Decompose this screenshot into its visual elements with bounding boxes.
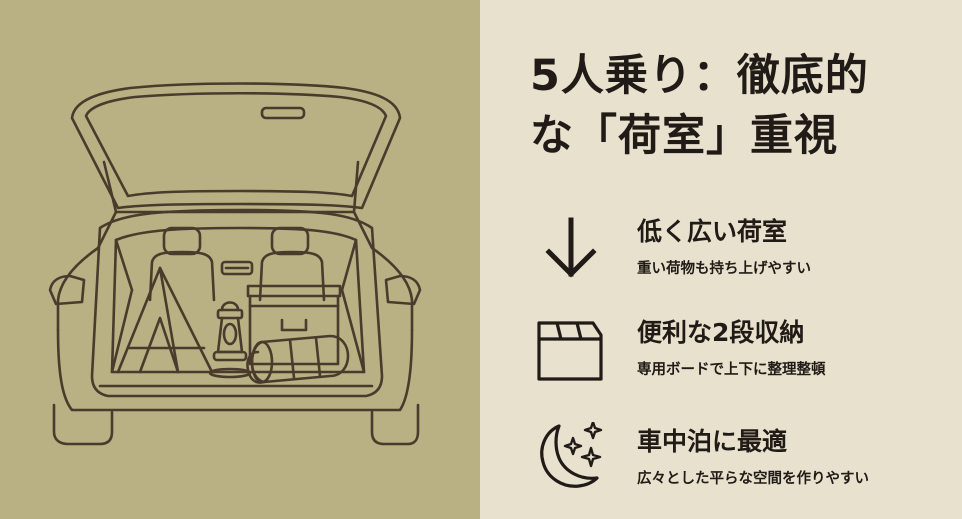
- feature-description: 専用ボードで上下に整理整頓: [637, 362, 826, 378]
- arrow-down-icon: [545, 217, 597, 278]
- storage-box-icon: [537, 321, 603, 381]
- feature-title: 車中泊に最適: [637, 427, 788, 456]
- headline-line-1: 5人乗り：徹底的: [530, 51, 869, 101]
- headline: 5人乗り：徹底的 な「荷室」重視: [530, 46, 869, 166]
- content-panel: 5人乗り：徹底的 な「荷室」重視 低く広い荷室 重い荷物も持ち上げやすい 便利な…: [480, 0, 962, 519]
- feature-description: 重い荷物も持ち上げやすい: [637, 261, 811, 277]
- feature-description: 広々とした平らな空間を作りやすい: [637, 471, 869, 487]
- feature-car-camping: 車中泊に最適 広々とした平らな空間を作りやすい: [535, 422, 955, 502]
- feature-two-tier-storage: 便利な2段収納 専用ボードで上下に整理整頓: [535, 313, 955, 393]
- feature-low-wide-cargo: 低く広い荷室 重い荷物も持ち上げやすい: [535, 212, 955, 292]
- car-open-hatchback-cargo-icon: [48, 82, 422, 446]
- headline-line-2: な「荷室」重視: [530, 111, 838, 161]
- feature-title: 便利な2段収納: [637, 318, 805, 347]
- crescent-moon-sparkle-icon: [540, 422, 603, 488]
- feature-title: 低く広い荷室: [637, 217, 788, 246]
- illustration-panel: [0, 0, 480, 519]
